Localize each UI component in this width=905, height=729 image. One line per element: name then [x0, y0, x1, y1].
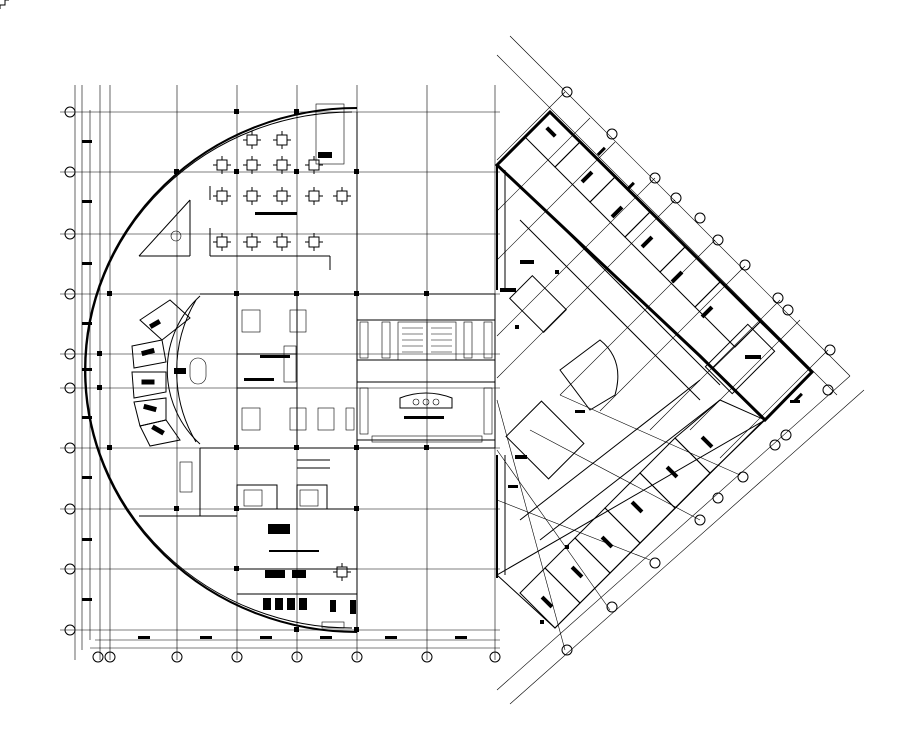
desks	[174, 152, 356, 614]
dimension-ticks	[82, 140, 467, 639]
grid-bubbles-diagonal	[561, 86, 836, 656]
waiting-seats	[359, 321, 493, 443]
reception-desk	[399, 392, 453, 419]
connecting-corridor	[356, 293, 496, 449]
left-wing	[0, 0, 501, 663]
upper-rooms	[524, 111, 813, 421]
columns	[97, 109, 429, 632]
wing-walls	[494, 109, 815, 629]
stair-well	[397, 321, 457, 361]
right-wing	[494, 35, 865, 705]
grid-bubbles-bottom	[92, 651, 501, 663]
grid-bubbles-left	[64, 106, 76, 636]
diagonal-grid	[496, 35, 865, 705]
central-lobby	[505, 275, 776, 480]
interior-walls	[138, 112, 358, 632]
room-fixtures	[500, 126, 803, 624]
curved-cubicles	[131, 299, 191, 447]
workstation-cluster	[0, 0, 352, 582]
seating-rows	[170, 103, 355, 629]
dimension-lines	[74, 85, 500, 660]
lower-rooms	[519, 399, 766, 629]
curved-facade	[84, 107, 358, 633]
grid-lines-horizontal	[60, 111, 500, 631]
wing-corridor	[519, 204, 721, 541]
